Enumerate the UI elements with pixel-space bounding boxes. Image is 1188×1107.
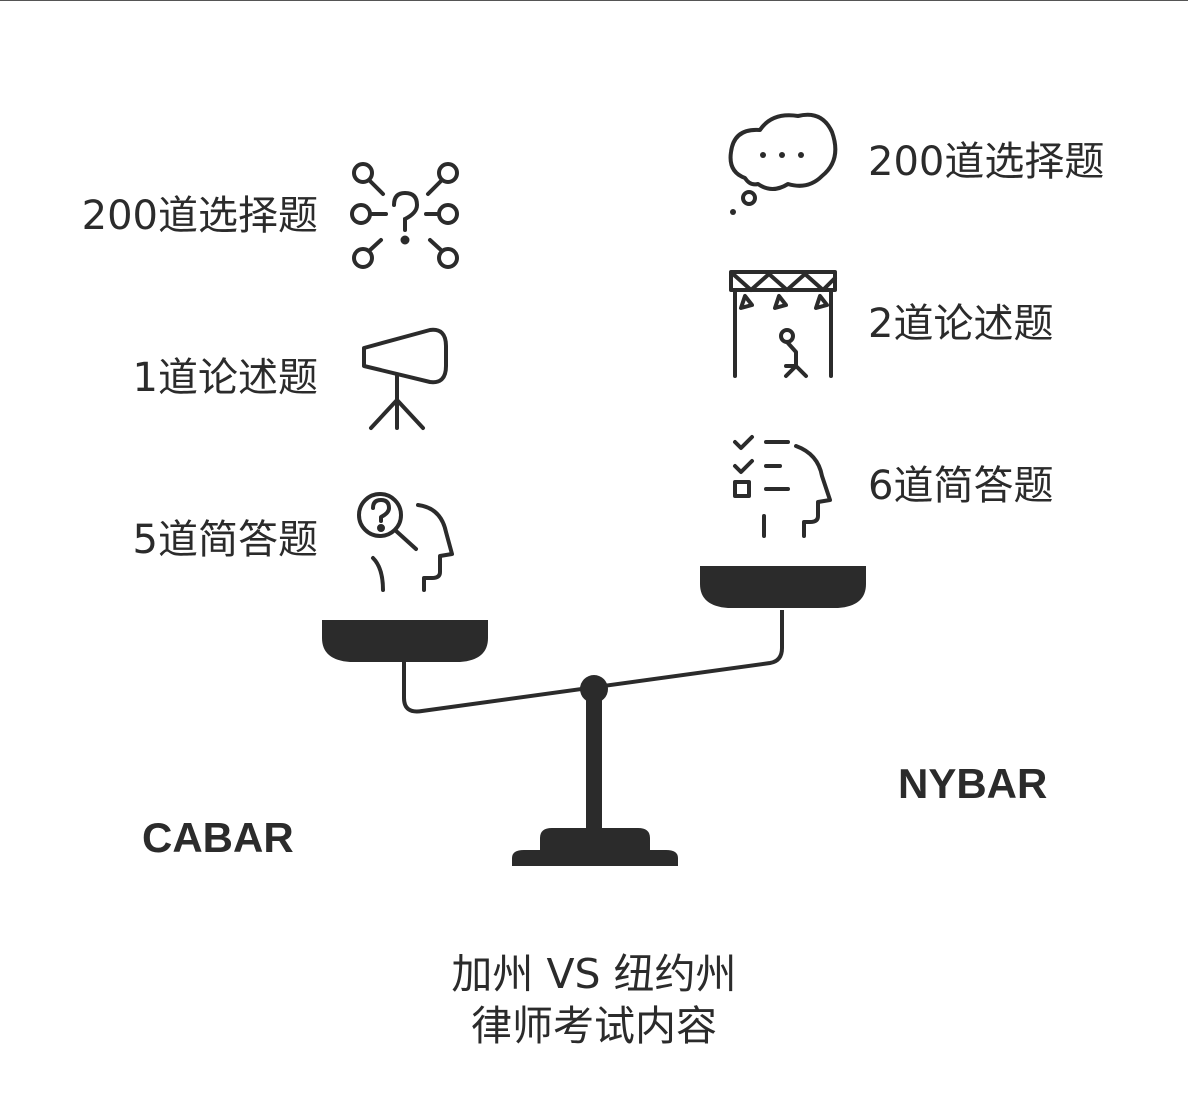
head-question-magnifier-icon	[357, 492, 454, 592]
left-side-name: CABAR	[142, 814, 294, 861]
scale-post	[586, 692, 602, 830]
title-line-1: 加州 VS 纽约州	[451, 950, 737, 998]
balance-scale	[322, 566, 866, 866]
right-side-name: NYBAR	[898, 760, 1048, 807]
scale-base	[512, 828, 678, 866]
stage-speaker-icon	[729, 270, 837, 378]
diagram-title: 加州 VS 纽约州 律师考试内容	[344, 948, 844, 1052]
thought-bubble-icon	[728, 112, 838, 215]
top-border	[0, 0, 1188, 1]
left-pan	[322, 620, 488, 662]
left-item-multiple-choice: 200道选择题	[81, 193, 318, 239]
head-checklist-icon	[733, 435, 832, 538]
right-item-short-answer: 6道简答题	[868, 463, 1054, 509]
left-item-short-answer: 5道简答题	[132, 517, 318, 563]
right-pan	[700, 566, 866, 608]
spotlight-icon	[362, 327, 448, 430]
right-item-multiple-choice: 200道选择题	[868, 139, 1105, 185]
right-item-essay: 2道论述题	[868, 301, 1054, 347]
title-line-2: 律师考试内容	[471, 1002, 717, 1050]
question-network-icon	[350, 162, 459, 269]
left-item-essay: 1道论述题	[132, 355, 318, 401]
